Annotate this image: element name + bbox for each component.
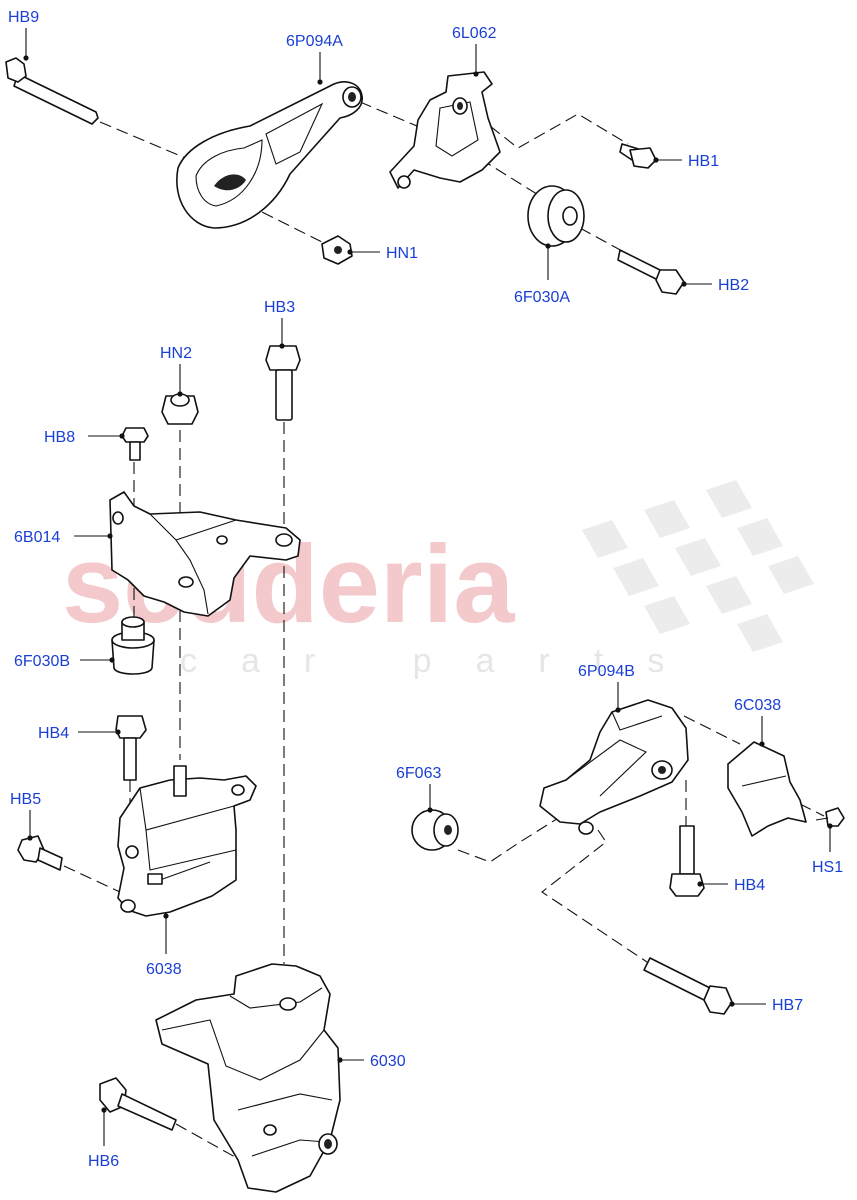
- callout-hb2[interactable]: HB2: [718, 277, 749, 294]
- callout-hn2[interactable]: HN2: [160, 345, 192, 362]
- callout-hb5[interactable]: HB5: [10, 791, 41, 808]
- callout-labels: HB9 6P094A 6L062 HB1 HN1 6F030A HB2 HB3 …: [8, 9, 843, 1170]
- callout-hb4-right[interactable]: HB4: [734, 877, 765, 894]
- heat-shield-6c038: [727, 741, 807, 837]
- gearbox-bracket-6030: [155, 963, 341, 1193]
- callout-hb7[interactable]: HB7: [772, 997, 803, 1014]
- callout-hb6[interactable]: HB6: [88, 1153, 119, 1170]
- screw-hs1: [815, 807, 845, 827]
- bolt-hb5: [17, 835, 63, 871]
- torque-rod-6p094a: [176, 81, 363, 229]
- bush-6f030a: [527, 185, 585, 247]
- callout-hb9[interactable]: HB9: [8, 9, 39, 26]
- torque-rod-6p094b: [539, 699, 689, 835]
- bolt-hb7: [643, 957, 733, 1015]
- bolt-hb4-right: [669, 825, 705, 897]
- callout-hb8[interactable]: HB8: [44, 429, 75, 446]
- bush-6f063: [411, 809, 459, 851]
- bolt-hb3: [265, 345, 301, 421]
- bolt-hb2: [617, 249, 685, 295]
- nut-hn2: [161, 393, 199, 425]
- watermark-sub: car parts: [180, 642, 708, 680]
- engine-mount-6038: [117, 765, 257, 917]
- callout-hb1[interactable]: HB1: [688, 153, 719, 170]
- callout-6c038[interactable]: 6C038: [734, 697, 781, 714]
- callout-6l062[interactable]: 6L062: [452, 25, 497, 42]
- callout-6f063[interactable]: 6F063: [396, 765, 441, 782]
- callout-6038[interactable]: 6038: [146, 961, 182, 978]
- bolt-hb9: [5, 57, 99, 125]
- bolt-hb4-left: [115, 715, 147, 781]
- callout-6030[interactable]: 6030: [370, 1053, 406, 1070]
- leader-lines: [23, 28, 833, 1146]
- callout-hs1[interactable]: HS1: [812, 859, 843, 876]
- callout-6f030b[interactable]: 6F030B: [14, 653, 70, 670]
- nut-hn1: [321, 235, 353, 265]
- bolt-hb6: [99, 1077, 177, 1131]
- checkered-flag-logo: [582, 480, 814, 652]
- bracket-6l062: [389, 71, 501, 189]
- bolt-hb1: [619, 143, 657, 169]
- callout-6f030a[interactable]: 6F030A: [514, 289, 570, 306]
- callout-hn1[interactable]: HN1: [386, 245, 418, 262]
- bracket-6b014: [109, 491, 301, 617]
- callout-hb4-left[interactable]: HB4: [38, 725, 69, 742]
- bush-6f030b: [111, 616, 155, 675]
- callout-hb3[interactable]: HB3: [264, 299, 295, 316]
- bolt-hb8: [121, 427, 149, 461]
- callout-6b014[interactable]: 6B014: [14, 529, 60, 546]
- callout-6p094a[interactable]: 6P094A: [286, 33, 343, 50]
- callout-6p094b[interactable]: 6P094B: [578, 663, 635, 680]
